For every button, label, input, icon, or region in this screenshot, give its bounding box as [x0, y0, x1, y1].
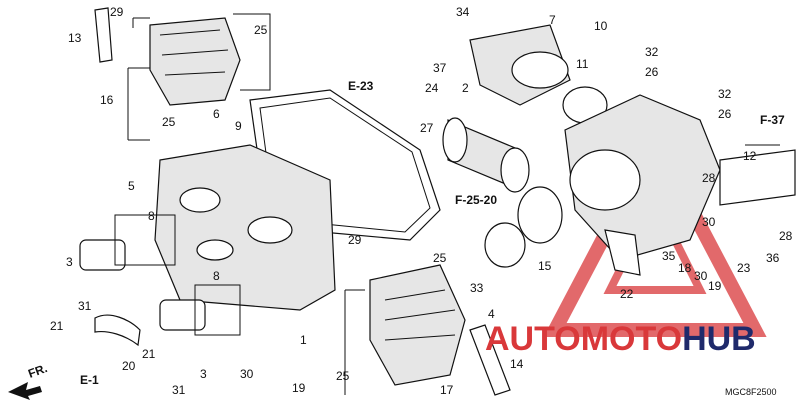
clamp-band — [517, 186, 563, 244]
part-number-27: 27 — [420, 121, 434, 135]
intake-funnels — [79, 214, 241, 336]
part-number-4: 4 — [488, 307, 495, 321]
section-ref-f37: F-37 — [760, 113, 785, 127]
part-number-12: 12 — [743, 149, 757, 163]
svg-text:AUTOMOTOHUB: AUTOMOTOHUB — [485, 320, 756, 358]
part-number-28: 28 — [702, 171, 716, 185]
air-filter-element — [442, 117, 530, 193]
part-number-26b: 26 — [718, 107, 732, 121]
part-number-30: 30 — [702, 215, 716, 229]
air-cleaner-case — [564, 94, 721, 261]
part-number-18: 18 — [678, 261, 692, 275]
section-ref-f2520: F-25-20 — [455, 193, 497, 207]
part-number-33: 33 — [470, 281, 484, 295]
part-number-5: 5 — [128, 179, 135, 193]
part-number-20: 20 — [122, 359, 136, 373]
part-number-37: 37 — [433, 61, 447, 75]
part-number-15: 15 — [538, 259, 552, 273]
part-number-10: 10 — [594, 19, 608, 33]
part-number-19: 19 — [708, 279, 722, 293]
watermark-text-part2: HUB — [682, 320, 756, 358]
part-number-25: 25 — [254, 23, 268, 37]
air-box-body — [154, 144, 336, 311]
part-number-7: 7 — [549, 13, 556, 27]
part-number-31b: 31 — [172, 383, 186, 397]
part-number-30c: 30 — [240, 367, 254, 381]
air-duct — [469, 24, 571, 106]
part-number-21: 21 — [50, 319, 64, 333]
part-number-35: 35 — [662, 249, 676, 263]
part-number-24: 24 — [425, 81, 439, 95]
part-number-2: 2 — [462, 81, 469, 95]
section-ref-e1: E-1 — [80, 373, 99, 387]
part-number-8b: 8 — [213, 269, 220, 283]
part-number-30b: 30 — [694, 269, 708, 283]
part-number-22: 22 — [620, 287, 634, 301]
lower-cover — [344, 264, 466, 395]
part-number-34: 34 — [456, 5, 470, 19]
front-arrow-icon — [8, 382, 42, 400]
part-number-32b: 32 — [718, 87, 732, 101]
part-number-32: 32 — [645, 45, 659, 59]
part-number-3: 3 — [66, 255, 73, 269]
upper-cover-assembly — [94, 7, 271, 141]
bracket — [719, 144, 796, 206]
part-number-9: 9 — [235, 119, 242, 133]
part-number-21b: 21 — [142, 347, 156, 361]
part-number-25b: 25 — [162, 115, 176, 129]
trim-strip — [469, 324, 511, 396]
part-number-31: 31 — [78, 299, 92, 313]
drawing-code: MGC8F2500 — [725, 387, 777, 397]
mounting-bracket — [604, 229, 641, 276]
front-direction-label: FR. — [26, 361, 49, 381]
part-number-25d: 25 — [336, 369, 350, 383]
part-number-16: 16 — [100, 93, 114, 107]
part-number-13: 13 — [68, 31, 82, 45]
part-number-26: 26 — [645, 65, 659, 79]
part-number-1: 1 — [300, 333, 307, 347]
part-number-23: 23 — [737, 261, 751, 275]
part-number-25c: 25 — [433, 251, 447, 265]
watermark-text-part1: AUTOMOTO — [485, 320, 682, 358]
part-number-19b: 19 — [292, 381, 306, 395]
part-number-6: 6 — [213, 107, 220, 121]
part-number-36: 36 — [766, 251, 780, 265]
breather-hose — [94, 314, 141, 347]
part-number-11: 11 — [576, 57, 589, 71]
part-number-29: 29 — [110, 5, 124, 19]
part-number-28b: 28 — [779, 229, 793, 243]
part-number-29b: 29 — [348, 233, 362, 247]
part-number-14: 14 — [510, 357, 524, 371]
part-number-8: 8 — [148, 209, 155, 223]
connecting-ring — [484, 222, 526, 268]
section-ref-e23: E-23 — [348, 79, 374, 93]
part-number-3b: 3 — [200, 367, 207, 381]
part-number-17: 17 — [440, 383, 454, 397]
